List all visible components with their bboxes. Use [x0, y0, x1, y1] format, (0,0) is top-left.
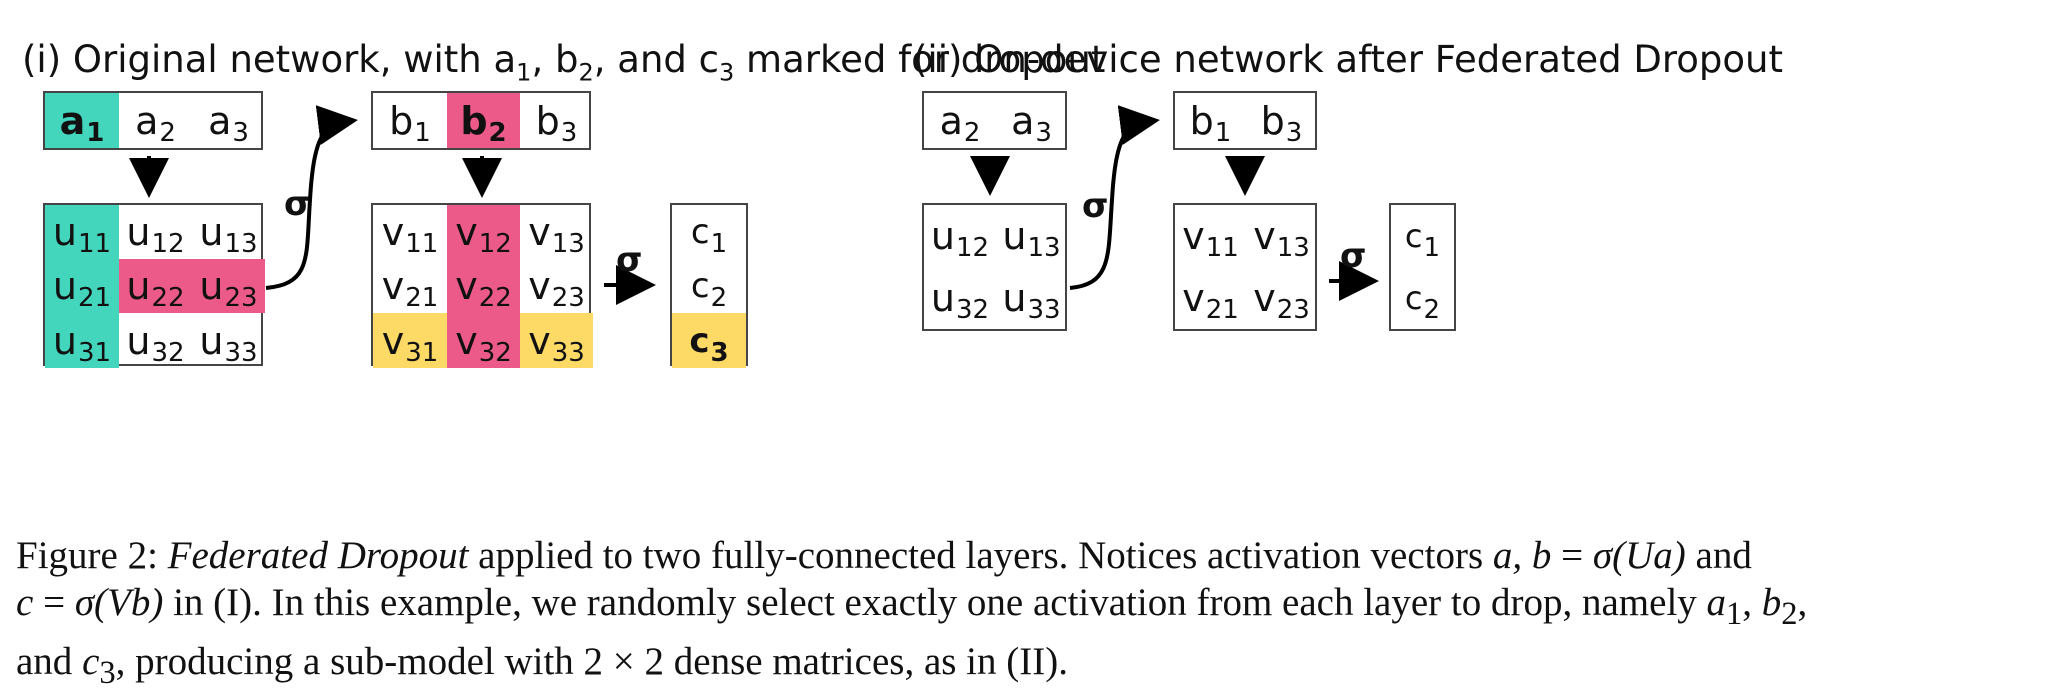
caption-math: c [82, 639, 100, 683]
caption-text: and [16, 639, 83, 683]
title-text: , and c [593, 38, 719, 81]
title-sub: 1 [516, 58, 532, 87]
caption-text: = [1551, 534, 1593, 577]
caption-math: c [16, 581, 34, 624]
panel-title-on-device: (ii) On-device network after Federated D… [913, 38, 1784, 81]
title-text: (i) Original network, with a [22, 38, 517, 81]
caption-math: a, b [1492, 534, 1552, 577]
caption-math: σ(Ua) [1592, 534, 1686, 577]
caption-text: applied to two fully-connected layers. N… [468, 534, 1493, 577]
caption-text: and [1685, 534, 1752, 577]
caption-math: b [1761, 581, 1782, 624]
caption-sub: 2 [1781, 595, 1798, 632]
caption-text: in (I). In this example, we randomly sel… [163, 581, 1707, 624]
caption-text: = [33, 581, 75, 624]
caption-text: , [1797, 581, 1808, 624]
sigma-label-left-2: σ [616, 240, 643, 280]
title-text: marked for dropout [734, 38, 1106, 81]
caption-math: a [1706, 581, 1727, 624]
caption-method-name: Federated Dropout [167, 534, 469, 577]
figure-caption: Figure 2: Federated Dropout applied to t… [16, 532, 2036, 697]
caption-sub: 3 [99, 654, 116, 691]
panel-title-original: (i) Original network, with a1, b2, and c… [22, 38, 1105, 86]
caption-label: Figure 2: [16, 534, 168, 577]
caption-math: σ(Vb) [74, 581, 164, 624]
sigma-label-right-1: σ [1082, 186, 1109, 226]
title-text: , b [531, 38, 579, 81]
title-sub: 2 [578, 58, 594, 87]
sigma-label-left-1: σ [284, 184, 311, 224]
caption-text: , [1742, 581, 1762, 624]
sigma-label-right-2: σ [1340, 236, 1367, 276]
arrow-u-to-b [265, 105, 358, 290]
title-sub: 3 [719, 58, 735, 87]
caption-text: , producing a sub-model with 2 × 2 dense… [115, 639, 1068, 683]
arrow-u-to-b-small [1069, 105, 1160, 290]
caption-sub: 1 [1726, 595, 1743, 632]
